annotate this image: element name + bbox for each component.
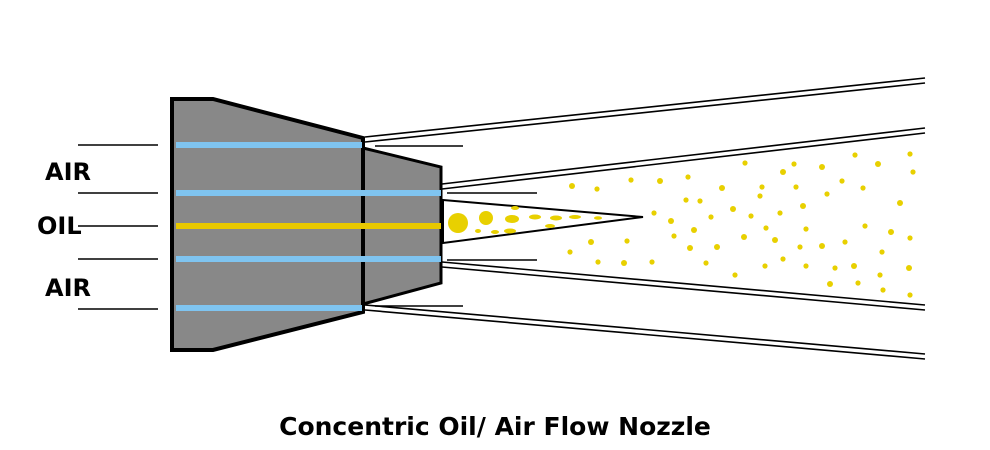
- spray-droplet: [703, 260, 709, 266]
- spray-droplet: [732, 272, 738, 278]
- spray-droplet: [697, 198, 703, 204]
- spray-droplet: [797, 244, 803, 250]
- spray-droplet: [832, 265, 838, 271]
- spray-droplet: [777, 210, 783, 216]
- spray-droplet: [827, 281, 833, 287]
- spray-droplet: [851, 263, 857, 269]
- jet-droplets: [448, 206, 602, 234]
- spray-droplet: [791, 161, 797, 167]
- spray-droplet: [671, 233, 677, 239]
- air-label-bottom: AIR: [45, 274, 91, 302]
- spray-droplet: [708, 214, 714, 220]
- spray-droplet: [569, 183, 575, 189]
- spray-droplet: [741, 234, 747, 240]
- air-label-top: AIR: [45, 158, 91, 186]
- spray-droplet: [624, 238, 630, 244]
- spray-droplet: [852, 152, 858, 158]
- spray-droplet: [880, 287, 886, 293]
- spray-droplet: [567, 249, 573, 255]
- spray-droplet: [595, 259, 601, 265]
- spray-droplet: [748, 213, 754, 219]
- spray-droplet: [907, 292, 913, 298]
- spray-droplet: [803, 263, 809, 269]
- spray-droplets: [567, 151, 916, 298]
- spray-droplet: [819, 164, 825, 170]
- spray-droplet: [691, 227, 697, 233]
- spray-droplet: [839, 178, 845, 184]
- spray-droplet: [879, 249, 885, 255]
- spray-droplet: [742, 160, 748, 166]
- spray-droplet: [875, 161, 881, 167]
- spray-droplet: [907, 151, 913, 157]
- spray-droplet: [668, 218, 674, 224]
- spray-droplet: [803, 226, 809, 232]
- spray-droplet: [780, 256, 786, 262]
- spray-droplet: [910, 169, 916, 175]
- spray-droplet: [759, 184, 765, 190]
- spray-droplet: [842, 239, 848, 245]
- oil-jet-core: [442, 198, 644, 245]
- spray-droplet: [855, 280, 861, 286]
- spray-droplet: [906, 265, 912, 271]
- spray-droplet: [907, 235, 913, 241]
- spray-droplet: [800, 203, 806, 209]
- spray-droplet: [657, 178, 663, 184]
- spray-droplet: [651, 210, 657, 216]
- spray-droplet: [888, 229, 894, 235]
- spray-droplet: [649, 259, 655, 265]
- spray-droplet: [719, 185, 725, 191]
- spray-droplet: [897, 200, 903, 206]
- spray-droplet: [683, 197, 689, 203]
- spray-droplet: [687, 245, 693, 251]
- spray-cone-boundary: [441, 127, 926, 311]
- diagram-caption: Concentric Oil/ Air Flow Nozzle: [279, 412, 711, 441]
- spray-droplet: [824, 191, 830, 197]
- spray-droplet: [685, 174, 691, 180]
- outer-air-stream: [364, 77, 926, 360]
- spray-droplet: [862, 223, 868, 229]
- spray-droplet: [762, 263, 768, 269]
- spray-droplet: [793, 184, 799, 190]
- spray-droplet: [621, 260, 627, 266]
- spray-droplet: [763, 225, 769, 231]
- spray-droplet: [757, 193, 763, 199]
- spray-droplet: [772, 237, 778, 243]
- spray-droplet: [877, 272, 883, 278]
- spray-droplet: [628, 177, 634, 183]
- flow-channels: [176, 142, 441, 311]
- outlet-ticks: [375, 145, 537, 307]
- spray-droplet: [714, 244, 720, 250]
- spray-droplet: [819, 243, 825, 249]
- spray-droplet: [588, 239, 594, 245]
- spray-droplet: [780, 169, 786, 175]
- spray-droplet: [860, 185, 866, 191]
- spray-droplet: [594, 186, 600, 192]
- oil-label: OIL: [37, 212, 82, 240]
- leader-lines: [78, 144, 158, 310]
- spray-droplet: [730, 206, 736, 212]
